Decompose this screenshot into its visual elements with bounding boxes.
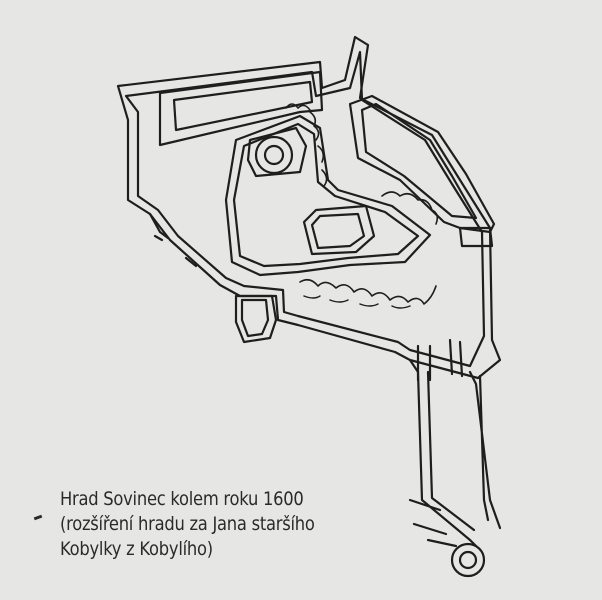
west-bastion-inner	[240, 298, 270, 338]
outer-wall	[116, 35, 502, 380]
inner-courtyard	[302, 204, 376, 256]
west-wall-detail	[148, 212, 198, 268]
plan-caption: Hrad Sovinec kolem roku 1600 (rozšíření …	[60, 487, 352, 562]
north-court-inner	[172, 80, 314, 132]
tower-enclosure	[246, 126, 308, 178]
south-corridor	[408, 358, 478, 548]
east-gate	[458, 226, 494, 248]
rock-hatching-south-2	[303, 295, 411, 309]
south-round-tower-core	[458, 550, 478, 570]
inner-castle-wall	[232, 122, 420, 268]
outer-wall-inner	[124, 50, 486, 368]
rock-hatching-north	[285, 103, 328, 187]
caption-line-3: Kobylky z Kobylího)	[60, 538, 213, 560]
inner-courtyard-inner	[310, 212, 366, 250]
round-tower-core	[263, 144, 285, 166]
corridor-lines	[408, 498, 458, 548]
caption-line-2: (rozšíření hradu za Jana staršího	[60, 513, 315, 535]
south-round-tower	[450, 542, 486, 578]
rock-hatching-south	[299, 278, 437, 305]
west-bastion	[234, 294, 278, 344]
north-court-outer	[158, 70, 324, 147]
rock-hatching-east	[381, 191, 439, 225]
south-corridor-east	[468, 370, 502, 530]
caption-line-1: Hrad Sovinec kolem roku 1600	[60, 488, 304, 510]
east-wing-inner	[360, 102, 478, 220]
inner-castle	[224, 114, 432, 277]
bridge-lines	[416, 338, 464, 382]
round-tower	[254, 135, 294, 175]
